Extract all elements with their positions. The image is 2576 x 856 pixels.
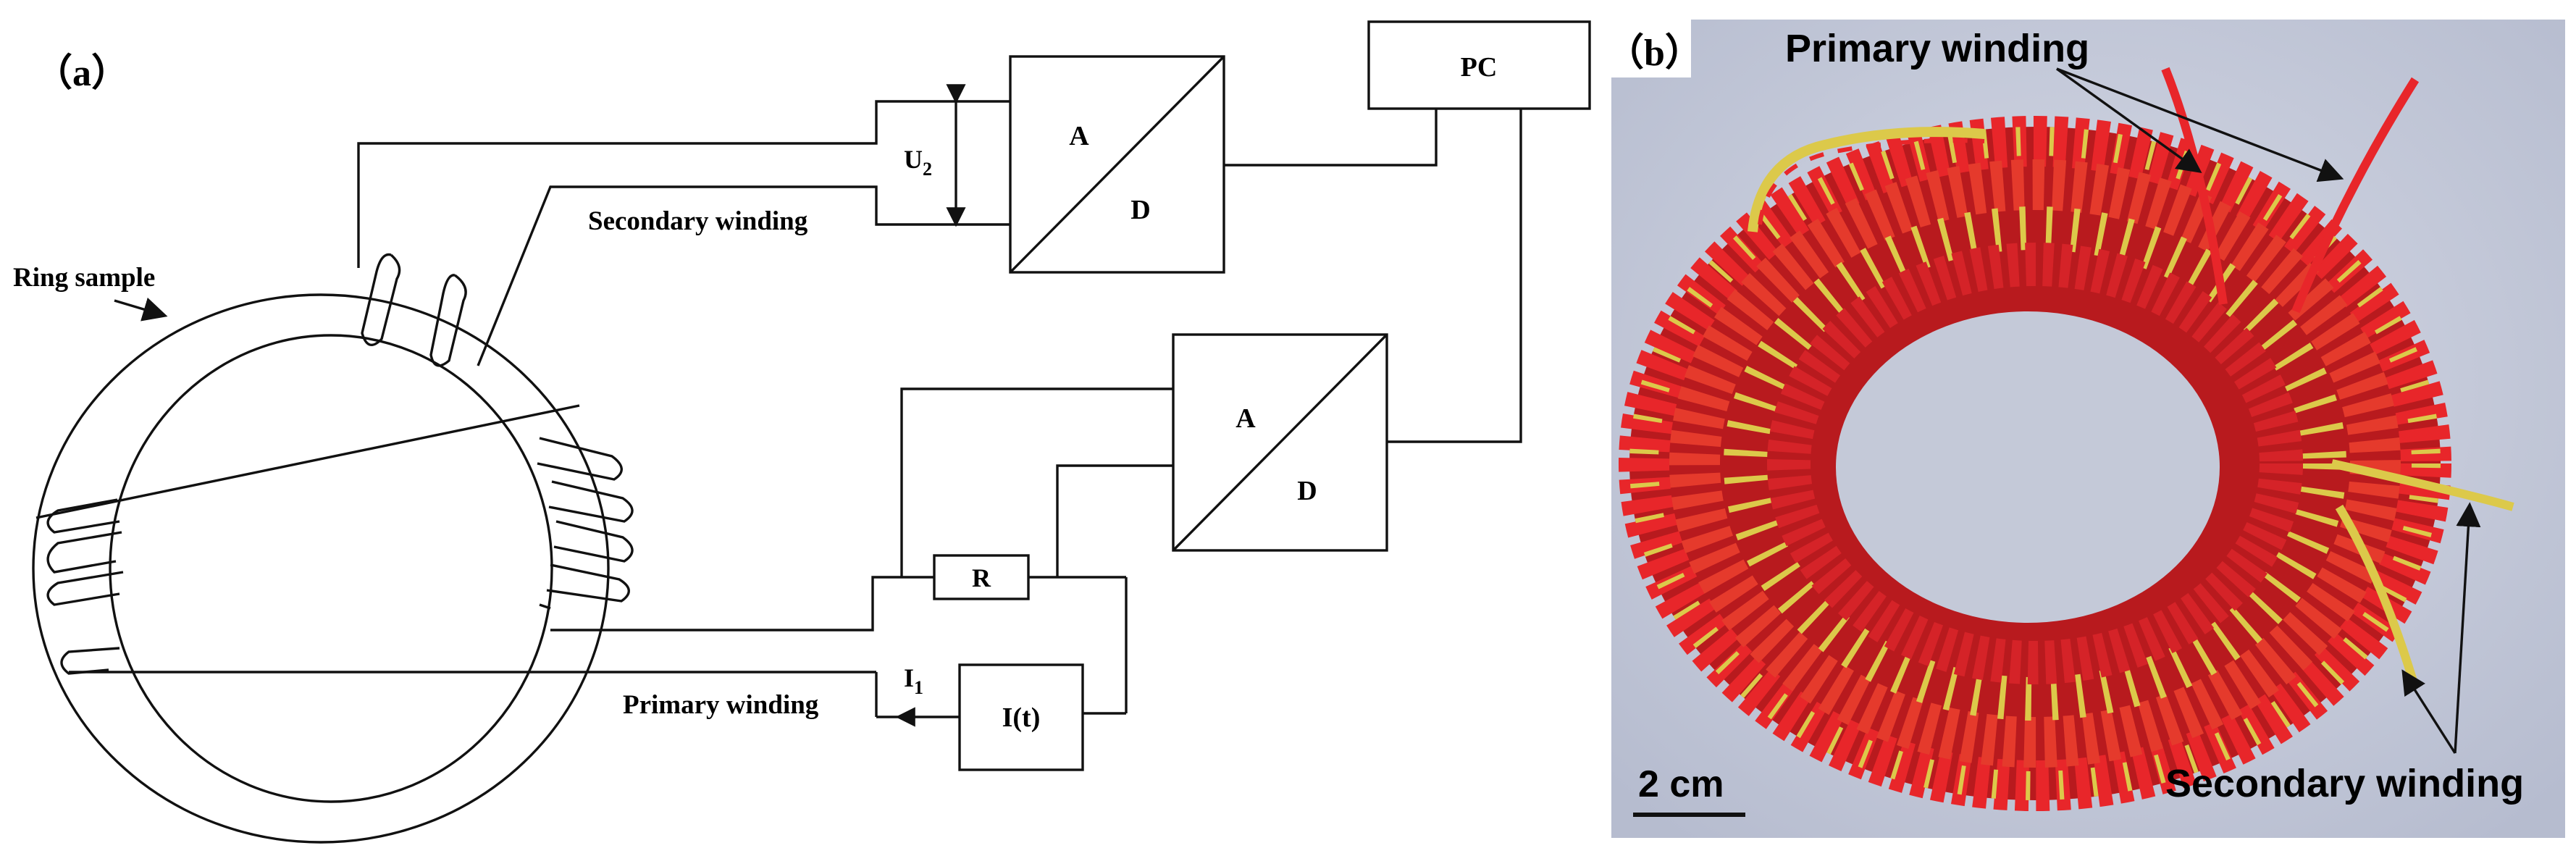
resistor-wire <box>550 576 934 631</box>
adc-top: A D <box>1009 55 1225 274</box>
ring-sample <box>32 293 610 844</box>
schematic-panel: （a） Ring sample <box>13 20 1591 844</box>
right-winding-coils <box>537 437 634 610</box>
photo-secondary-winding-label: Secondary winding <box>2165 762 2524 805</box>
ring-sample-pointer <box>114 297 168 322</box>
secondary-wire-lower <box>477 185 1010 366</box>
panel-a-label: （a） <box>35 52 129 94</box>
secondary-winding-coil <box>361 253 467 367</box>
svg-text:D: D <box>1297 476 1317 506</box>
adc-bottom: A D <box>1172 333 1388 552</box>
resistor-label: R <box>972 563 991 592</box>
secondary-lead-2 <box>2335 504 2420 689</box>
secondary-winding-label: Secondary winding <box>588 206 808 236</box>
primary-winding-label: Primary winding <box>623 690 819 720</box>
u2-label: U2 <box>904 145 932 180</box>
resistor <box>933 554 1030 600</box>
toroid-photo <box>1619 116 2451 811</box>
svg-text:A: A <box>1235 403 1256 434</box>
ring-diagonal-line <box>35 404 580 519</box>
primary-lead-2 <box>2291 77 2420 314</box>
svg-text:A: A <box>1069 121 1089 151</box>
ring-sample-label: Ring sample <box>13 263 155 293</box>
secondary-lead-1 <box>2330 459 2514 511</box>
left-winding-coils <box>46 498 124 675</box>
photo-panel: （b） Primary winding Secondary winding 2 … <box>1606 20 2565 838</box>
panel-b-label: （b） <box>1606 32 1703 74</box>
current-source <box>958 663 1084 771</box>
secondary-wire-upper <box>357 100 1010 268</box>
photo-primary-winding-label: Primary winding <box>1785 27 2089 70</box>
scale-label: 2 cm <box>1638 763 1724 805</box>
current-source-label: I(t) <box>1002 702 1041 733</box>
i1-label: I1 <box>904 663 923 698</box>
svg-text:D: D <box>1130 195 1150 225</box>
yellow-lead-twist <box>1748 127 1985 232</box>
pc-label: PC <box>1461 52 1498 83</box>
pc-box <box>1367 20 1591 110</box>
